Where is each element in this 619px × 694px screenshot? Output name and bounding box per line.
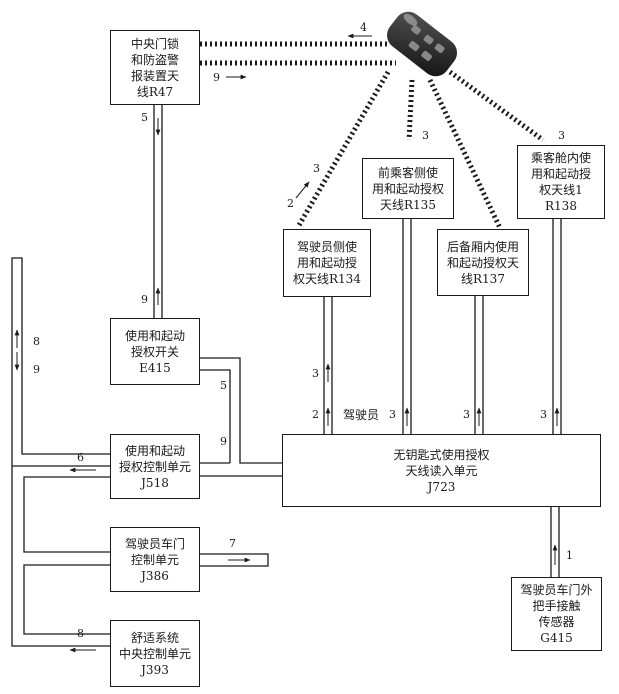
label-1: 1 bbox=[566, 549, 573, 562]
box-line: 前乘客侧使 bbox=[377, 165, 438, 180]
box-line: 使用和起动 bbox=[124, 443, 185, 458]
label-8-bottom: 8 bbox=[77, 627, 84, 640]
bus-e415-j723 bbox=[200, 357, 282, 464]
box-line: 用和起动授 bbox=[530, 167, 591, 181]
box-r137: 后备厢内使用和起动授权天线R137 bbox=[437, 229, 529, 296]
box-line: R138 bbox=[545, 199, 577, 213]
box-line: 权天线R134 bbox=[293, 272, 361, 286]
label-6: 6 bbox=[77, 451, 84, 464]
box-line: 报装置天 bbox=[130, 68, 179, 83]
box-line: 授权开关 bbox=[130, 344, 179, 359]
label-2-r134: 2 bbox=[287, 197, 294, 210]
box-line: 后备厢内使用 bbox=[446, 239, 519, 254]
box-line: 传感器 bbox=[538, 615, 575, 629]
radio-link-fob-r47 bbox=[200, 41, 396, 66]
box-line: G415 bbox=[540, 631, 573, 645]
box-line: 使用和起动 bbox=[124, 328, 185, 343]
label-3-r138: 3 bbox=[558, 129, 565, 142]
label-5-top: 5 bbox=[141, 111, 148, 124]
label-9-radio: 9 bbox=[213, 71, 220, 84]
box-line: 驾驶员车门 bbox=[124, 536, 185, 551]
label-3-v-r134: 3 bbox=[312, 367, 319, 380]
label-3-v-r138: 3 bbox=[540, 408, 547, 421]
box-line: 驾驶员侧使 bbox=[296, 240, 357, 254]
label-9-top: 9 bbox=[141, 293, 148, 306]
box-r135: 前乘客侧使用和起动授权天线R135 bbox=[362, 158, 454, 219]
car-key-fob-icon bbox=[386, 11, 458, 77]
box-line: 天线读入单元 bbox=[405, 463, 478, 478]
box-line: J393 bbox=[141, 662, 169, 677]
antenna-arrows bbox=[325, 363, 560, 565]
label-7: 7 bbox=[229, 537, 236, 550]
label-driver: 驾驶员 bbox=[343, 408, 380, 422]
label-3-v-r135: 3 bbox=[389, 408, 396, 421]
radio-link-fob-antennas bbox=[295, 69, 545, 230]
box-line: 用和起动授权 bbox=[371, 181, 444, 196]
box-line: 控制单元 bbox=[130, 552, 179, 567]
box-line: 无钥匙式使用授权 bbox=[393, 447, 490, 462]
box-line: 中央控制单元 bbox=[118, 646, 191, 661]
label-4: 4 bbox=[360, 21, 367, 34]
box-line: 和防盗警 bbox=[130, 52, 179, 67]
label-3-v-r137: 3 bbox=[463, 408, 470, 421]
label-3-r134: 3 bbox=[313, 162, 320, 175]
bus-r47-e415 bbox=[153, 105, 163, 318]
box-line: 线R137 bbox=[461, 271, 505, 286]
box-g415: 驾驶员车门外把手接触传感器 G415 bbox=[511, 577, 602, 651]
label-9-left: 9 bbox=[33, 363, 40, 376]
box-line: 线R47 bbox=[136, 84, 174, 99]
antenna-buses bbox=[323, 219, 562, 577]
box-line: 天线R135 bbox=[380, 197, 436, 212]
box-line: 乘客舱内使 bbox=[530, 151, 591, 165]
box-line: E415 bbox=[139, 360, 171, 375]
box-line: 授权控制单元 bbox=[118, 459, 191, 474]
j386-output bbox=[200, 553, 269, 567]
box-r134: 驾驶员侧使用和起动授权天线R134 bbox=[283, 229, 371, 297]
label-8-left: 8 bbox=[33, 335, 40, 348]
box-r47: 中央门锁和防盗警报装置天线R47 bbox=[110, 30, 200, 105]
box-line: 和起动授权天 bbox=[446, 255, 519, 270]
label-9-e415: 9 bbox=[220, 435, 227, 448]
arrow-3-r134 bbox=[295, 181, 310, 199]
box-line: J723 bbox=[427, 479, 456, 494]
box-line: J386 bbox=[141, 568, 169, 583]
label-3-r135: 3 bbox=[422, 129, 429, 142]
box-line: 舒适系统 bbox=[130, 630, 179, 645]
box-line: 驾驶员车门外 bbox=[520, 583, 593, 597]
box-line: 用和起动授 bbox=[296, 256, 357, 270]
box-line: 中央门锁 bbox=[130, 36, 179, 51]
left-bus-network bbox=[11, 257, 110, 647]
box-line: 权天线1 bbox=[539, 183, 583, 197]
label-5-e415: 5 bbox=[220, 379, 227, 392]
box-line: 把手接触 bbox=[532, 599, 581, 613]
label-2-v-r134: 2 bbox=[312, 408, 319, 421]
box-line: J518 bbox=[141, 475, 169, 490]
